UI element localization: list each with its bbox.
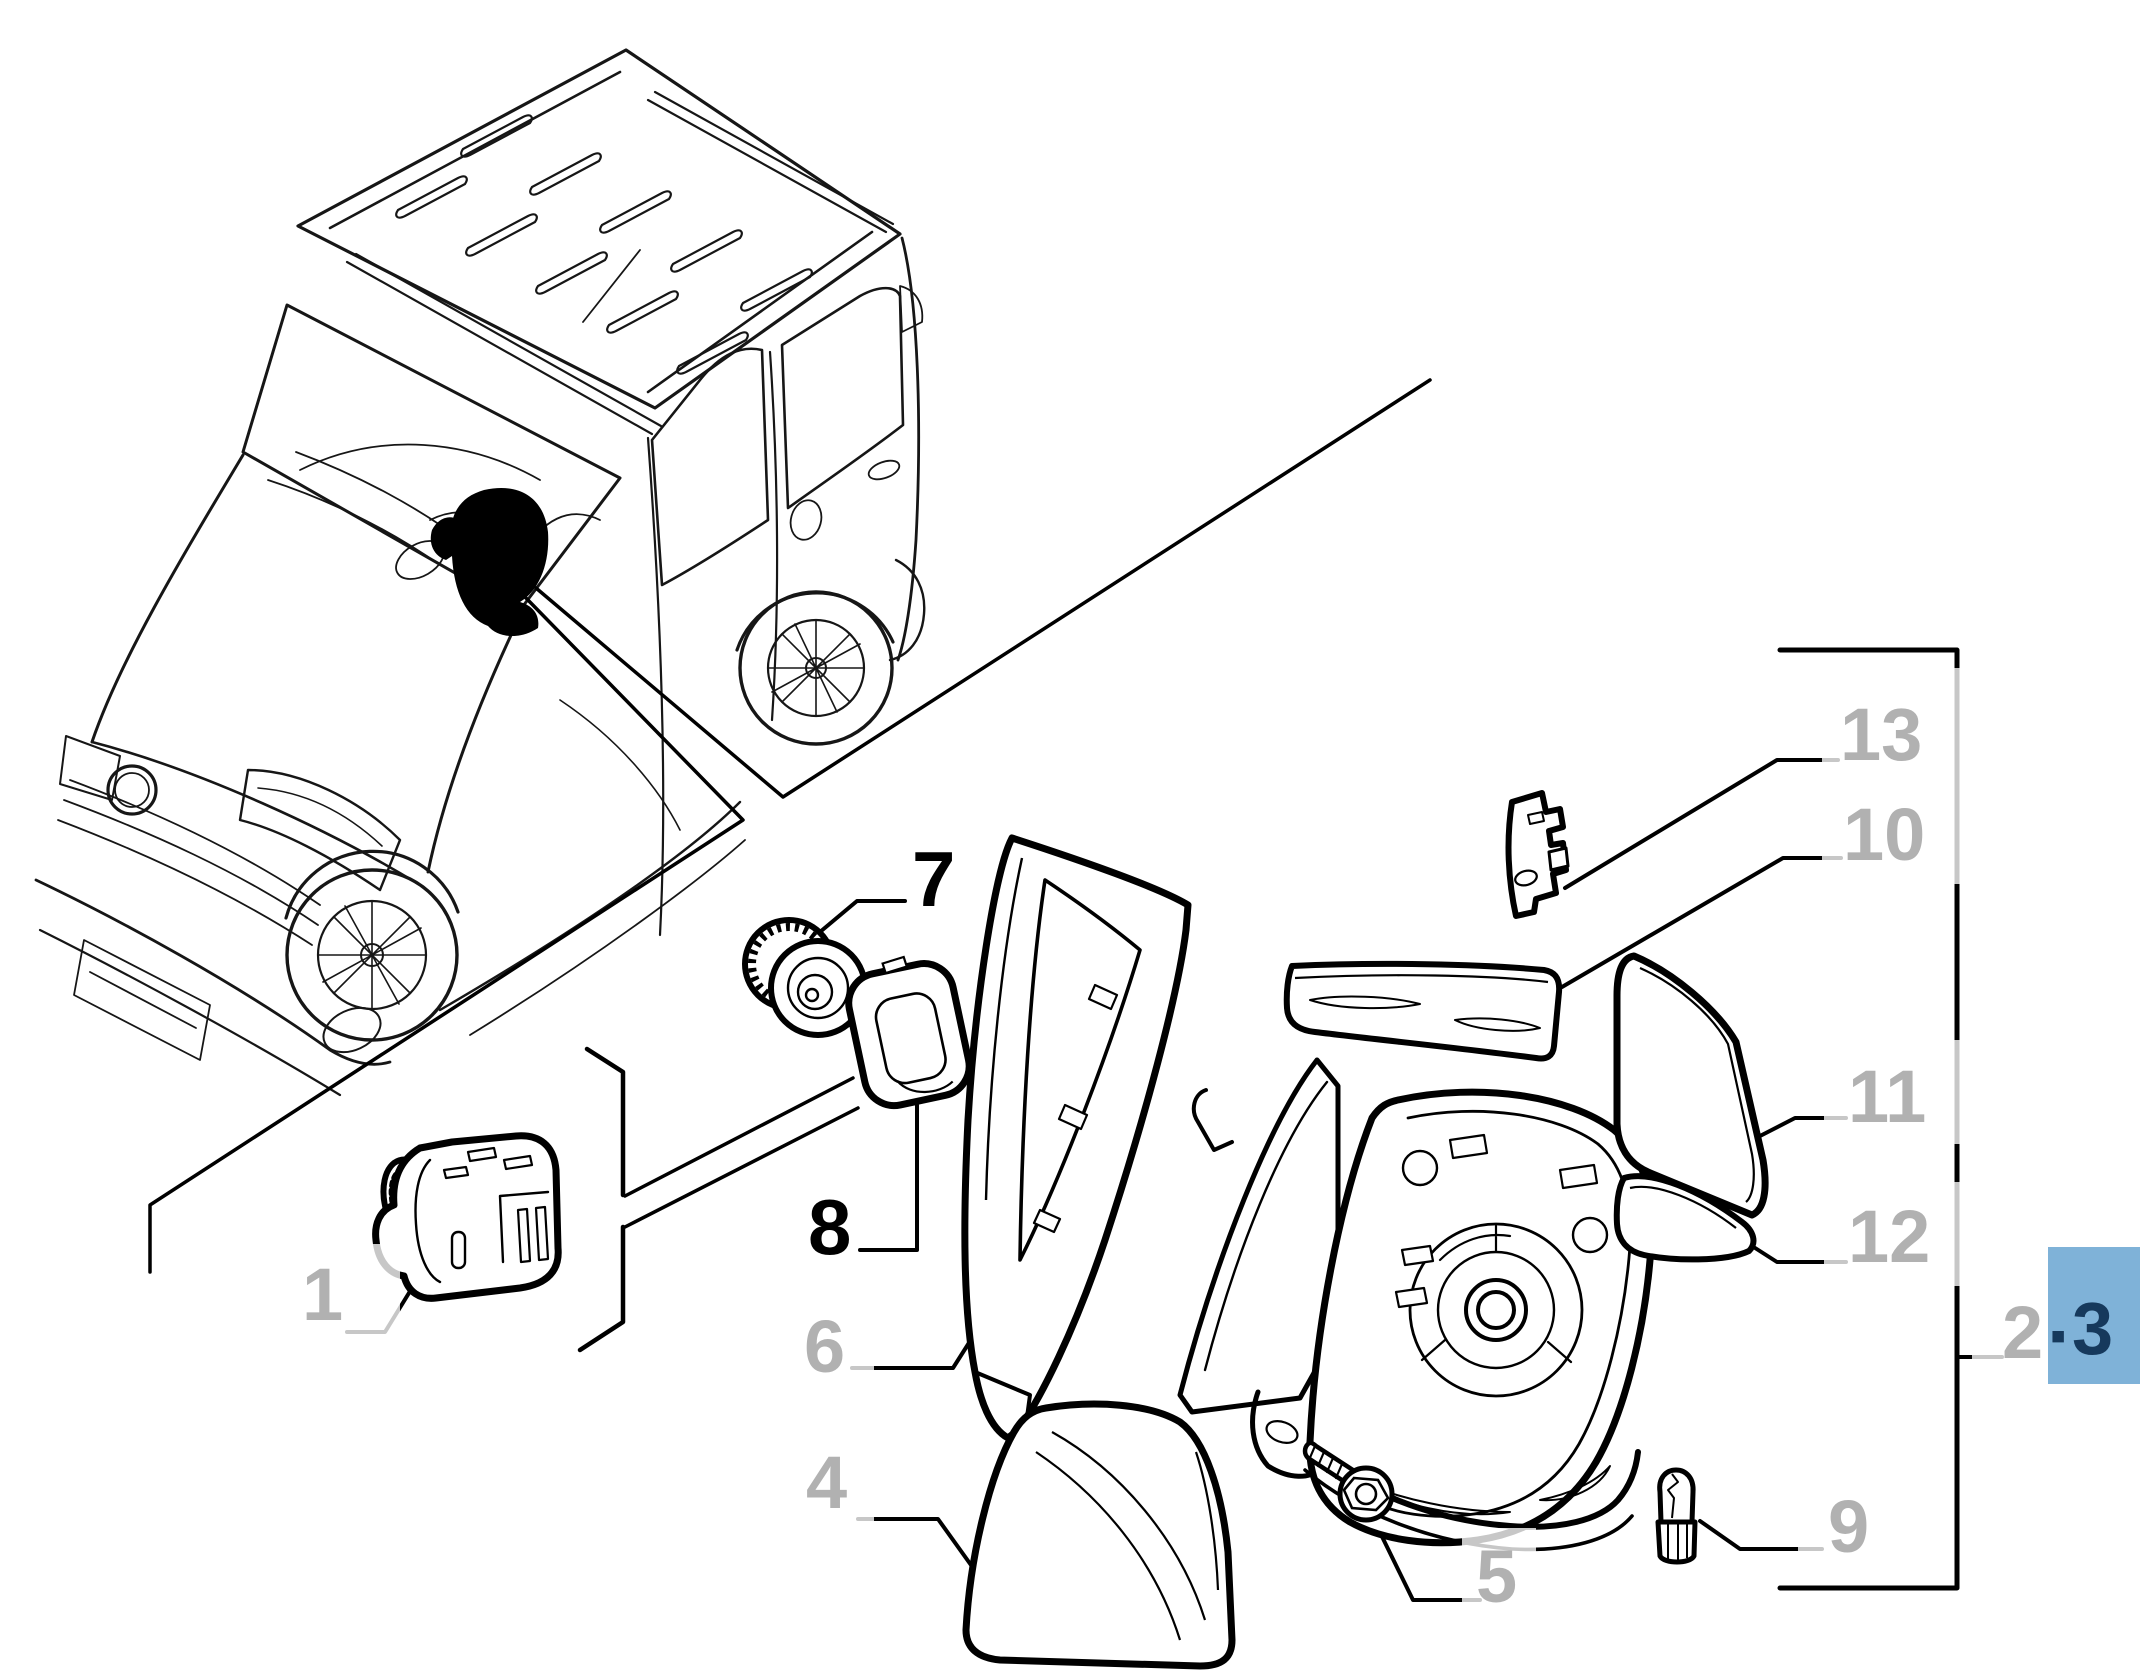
assembly-link-lines xyxy=(621,1076,860,1230)
leader-12 xyxy=(1750,1244,1848,1264)
part-label-9[interactable]: 9 xyxy=(1828,1485,1870,1568)
part-5-screw-drawing[interactable] xyxy=(1302,1440,1395,1523)
leader-9 xyxy=(1698,1519,1824,1551)
part-7-knob-drawing[interactable] xyxy=(742,917,868,1038)
part-label-10[interactable]: 10 xyxy=(1843,793,1926,876)
switch-group-bracket xyxy=(577,1046,626,1353)
part-label-1[interactable]: 1 xyxy=(302,1253,344,1336)
selection-highlight-box[interactable] xyxy=(2048,1247,2140,1384)
leader-lines xyxy=(345,758,2004,1602)
part-10-indicator-lens-drawing[interactable] xyxy=(1283,960,1563,1062)
part-label-4[interactable]: 4 xyxy=(806,1441,848,1524)
leader-5 xyxy=(1368,1510,1482,1602)
part-2-3-mirror-assembly-drawing[interactable] xyxy=(1177,1057,1656,1552)
leader-13 xyxy=(1563,758,1840,890)
part-label-6[interactable]: 6 xyxy=(804,1305,846,1388)
part-label-13[interactable]: 13 xyxy=(1840,693,1923,776)
part-13-bracket-drawing[interactable] xyxy=(1505,790,1570,919)
part-1-mirror-switch-drawing[interactable] xyxy=(372,1132,562,1302)
part-4-mirror-cover-drawing[interactable] xyxy=(962,1400,1236,1670)
part-11-mirror-glass-drawing[interactable] xyxy=(1613,952,1769,1219)
part-12-lower-glass-drawing[interactable] xyxy=(1613,1173,1757,1263)
part-8-bezel-drawing[interactable] xyxy=(841,948,975,1111)
part-label-5[interactable]: 5 xyxy=(1476,1535,1518,1618)
part-label-8[interactable]: 8 xyxy=(808,1183,852,1271)
part-label-separator-dot: ▪ xyxy=(2050,1309,2067,1361)
leader-10 xyxy=(1560,856,1843,989)
part-label-3[interactable]: 3 xyxy=(2072,1287,2114,1370)
part-label-11[interactable]: 11 xyxy=(1848,1055,1927,1138)
label-backings xyxy=(282,668,2046,1620)
leader-7 xyxy=(806,899,907,944)
wedge-line-lower xyxy=(148,596,745,1274)
highlighted-mirror-location[interactable] xyxy=(430,487,549,637)
wedge-line-upper xyxy=(534,378,1432,799)
front-wheel xyxy=(284,849,460,1042)
part-label-2[interactable]: 2 xyxy=(2002,1291,2044,1374)
part-9-bulb-drawing[interactable] xyxy=(1655,1467,1698,1565)
vehicle-overview-art xyxy=(34,48,926,1097)
part-label-12[interactable]: 12 xyxy=(1848,1195,1931,1278)
leader-8 xyxy=(858,1103,919,1252)
roof-slots xyxy=(395,114,813,375)
leader-4 xyxy=(856,1517,978,1574)
part-6-sail-trim-drawing[interactable] xyxy=(961,834,1192,1442)
part-label-7[interactable]: 7 xyxy=(912,835,956,923)
rear-wheel xyxy=(735,590,895,746)
